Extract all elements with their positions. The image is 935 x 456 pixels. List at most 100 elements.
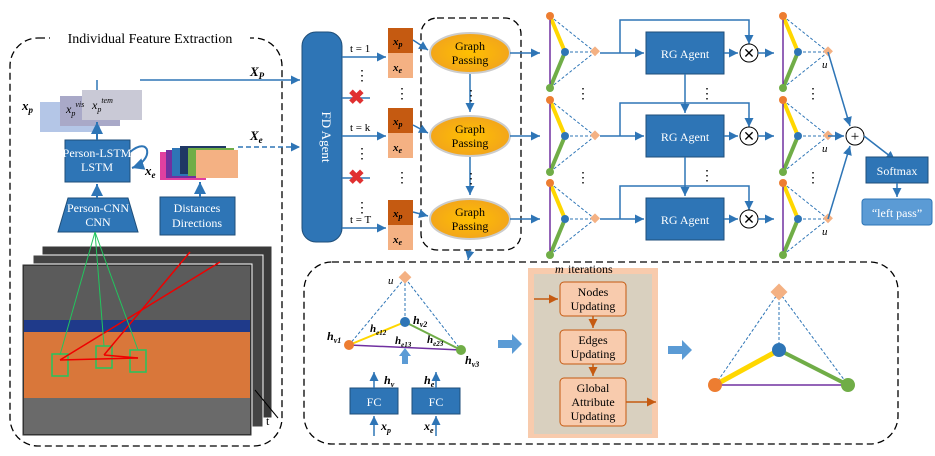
svg-text:⋮: ⋮ (576, 87, 590, 102)
svg-text:xe: xe (423, 419, 434, 435)
result-graph (708, 283, 855, 392)
svg-text:he13: he13 (395, 335, 412, 349)
svg-text:⋮: ⋮ (700, 87, 714, 102)
svg-text:✕: ✕ (743, 213, 755, 228)
svg-text:Updating: Updating (571, 347, 616, 361)
svg-text:u: u (822, 226, 828, 238)
time-axis-label: t (266, 414, 270, 428)
svg-text:⋮: ⋮ (395, 171, 409, 186)
svg-text:xe: xe (392, 142, 403, 155)
svg-text:xp: xp (392, 36, 403, 49)
svg-text:u: u (388, 275, 394, 287)
fd-agent-box (301, 31, 343, 243)
svg-text:Updating: Updating (571, 409, 616, 423)
svg-text:he23: he23 (427, 334, 444, 348)
svg-text:FC: FC (367, 395, 382, 409)
time-step-label: t = k (350, 122, 371, 134)
svg-text:hv: hv (384, 373, 395, 389)
svg-text:LSTM: LSTM (81, 160, 113, 174)
svg-text:⋮: ⋮ (464, 89, 478, 104)
svg-text:RG Agent: RG Agent (661, 130, 710, 144)
softmax-label: Softmax (877, 164, 918, 178)
svg-text:RG Agent: RG Agent (661, 47, 710, 61)
svg-text:⋮: ⋮ (806, 171, 820, 186)
xp-label: xp (21, 98, 34, 115)
svg-text:Global: Global (577, 381, 610, 395)
output-label-box (861, 198, 933, 226)
graph-passing-group (420, 17, 522, 251)
svg-text:xe: xe (392, 234, 403, 247)
fd-agent-label: FD Agent (319, 112, 334, 163)
svg-text:Passing: Passing (452, 219, 489, 233)
svg-text:⋮: ⋮ (355, 147, 369, 162)
rg-agents: RG Agent RG Agent RG Agent ⋮ ⋮ (600, 19, 754, 241)
time-step-label: t = T (350, 214, 372, 226)
svg-text:hv3: hv3 (465, 353, 479, 369)
svg-text:xp: xp (392, 208, 403, 221)
svg-text:⋮: ⋮ (806, 87, 820, 102)
svg-text:✕: ✕ (743, 47, 755, 62)
svg-text:⋮: ⋮ (355, 201, 369, 216)
svg-text:he: he (424, 373, 435, 389)
svg-text:FC: FC (429, 395, 444, 409)
video-frames: t (21, 231, 279, 437)
lstm-recurrent-arrow (129, 145, 149, 170)
step-features: xp xe xp xe xp xe ⋮ ⋮ (388, 28, 413, 250)
iterations-panel: m iterations Nodes Updating Edges Updati… (528, 262, 658, 438)
svg-text:hv2: hv2 (413, 313, 427, 329)
svg-text:RG Agent: RG Agent (661, 213, 710, 227)
svg-text:CNN: CNN (85, 215, 111, 229)
distances-label: Distances (174, 201, 221, 215)
svg-text:xp: xp (380, 419, 391, 435)
svg-text:⋮: ⋮ (700, 169, 714, 184)
svg-text:Edges: Edges (578, 333, 608, 347)
svg-text:Graph: Graph (455, 39, 485, 53)
svg-text:u: u (822, 59, 828, 71)
block-arrow (668, 340, 692, 360)
svg-text:hv1: hv1 (327, 329, 341, 345)
m-label: m (555, 262, 564, 276)
person-lstm-box (64, 139, 131, 183)
distances-directions-box (159, 196, 236, 236)
output-label: “left pass” (872, 206, 922, 220)
xp-tem-label: xptem (91, 96, 113, 114)
svg-text:⋮: ⋮ (576, 171, 590, 186)
time-steps: t = 1 ⋮ ✖ t = k ⋮ ✖ ⋮ t = T (342, 43, 386, 233)
dropped-step-x: ✖ (348, 87, 365, 109)
rg-agent-box (645, 114, 725, 158)
graph-column-1: ⋮ ⋮ (546, 12, 600, 259)
svg-text:✕: ✕ (743, 130, 755, 145)
svg-text:xe: xe (392, 62, 403, 75)
svg-text:he12: he12 (370, 323, 387, 337)
feature-extraction-title: Individual Feature Extraction (68, 32, 233, 47)
time-step-label: t = 1 (350, 43, 370, 55)
person-cnn-label: Person-CNN (67, 201, 129, 215)
graph-column-2: u u u ⋮ ⋮ (779, 12, 833, 259)
multiply-ops: ✕ ✕ ✕ (739, 43, 774, 229)
svg-text:Passing: Passing (452, 53, 489, 67)
svg-text:Updating: Updating (571, 299, 616, 313)
aggregation: + Softmax “left pass” (827, 51, 933, 226)
rg-agent-box (645, 197, 725, 241)
detail-graph: u hv1 hv2 hv3 he12 he23 he13 (327, 270, 479, 369)
xe-label: xe (144, 163, 156, 180)
svg-text:Attribute: Attribute (571, 395, 614, 409)
svg-text:Nodes: Nodes (578, 285, 609, 299)
person-feature-stack: xp xpvis xptem (21, 90, 142, 132)
Xp-label: XP (249, 64, 265, 81)
dropped-step-x: ✖ (348, 167, 365, 189)
svg-text:⋮: ⋮ (355, 69, 369, 84)
xp-vis-label: xpvis (65, 100, 84, 118)
svg-text:⋮: ⋮ (395, 87, 409, 102)
svg-text:xp: xp (392, 116, 403, 129)
svg-text:⋮: ⋮ (464, 172, 478, 187)
feature-extraction-panel: Individual Feature Extraction xp xpvis x… (9, 30, 283, 447)
distance-feature-stack: xe (144, 146, 238, 180)
svg-text:u: u (822, 143, 828, 155)
person-lstm-label: Person-LSTM (63, 146, 132, 160)
Xe-label: Xe (249, 128, 263, 145)
directions-label: Directions (172, 216, 222, 230)
softmax-box (865, 156, 929, 184)
svg-text:Graph: Graph (455, 205, 485, 219)
